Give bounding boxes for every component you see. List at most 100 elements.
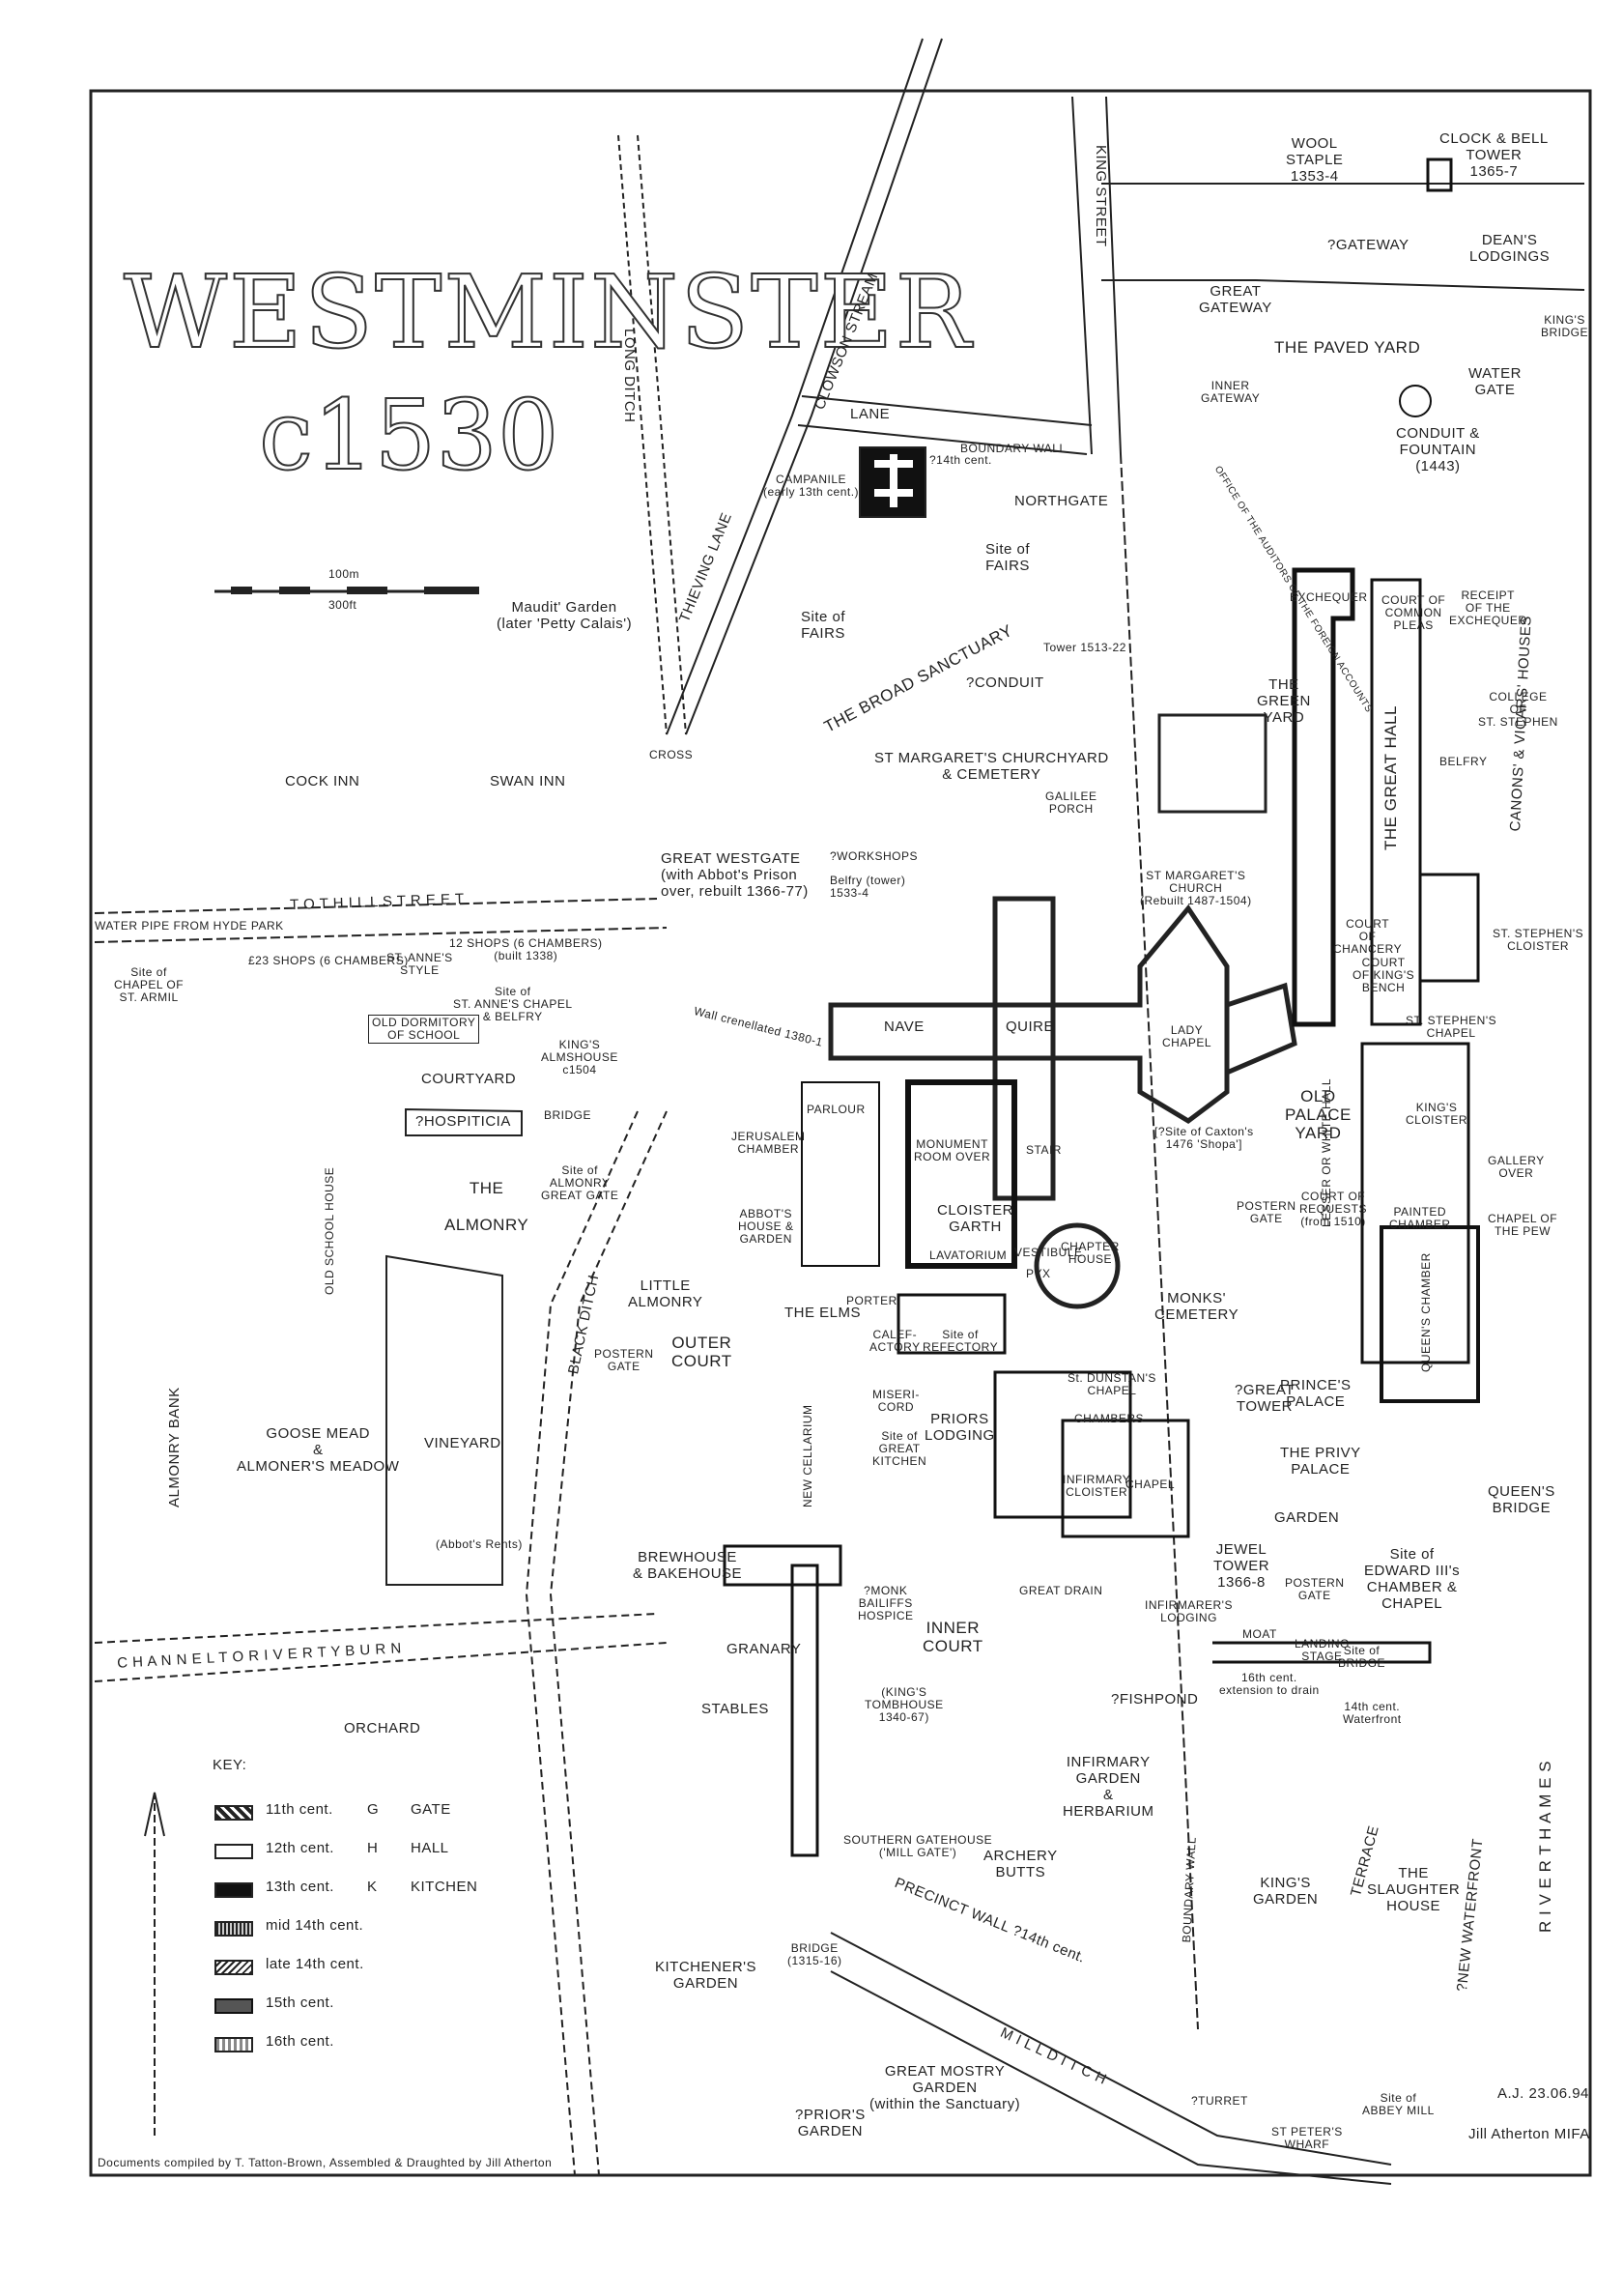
label-old-dormitory: OLD DORMITORY OF SCHOOL (368, 1015, 480, 1044)
key-code: G (367, 1801, 380, 1818)
key-meaning: GATE (411, 1801, 451, 1818)
label-monk-bailiffs-hospice: ?MONK BAILIFFS HOSPICE (858, 1584, 914, 1622)
tyburn-channel-line (94, 1613, 668, 1682)
label-campanile: CAMPANILE (early 13th cent.) (763, 473, 860, 499)
label-cross: CROSS (649, 748, 694, 761)
label-paved-yard: THE PAVED YARD (1274, 338, 1421, 357)
label-court-kings-bench: COURT OF KING'S BENCH (1352, 956, 1415, 994)
label-fishpond: ?FISHPOND (1111, 1691, 1199, 1708)
label-chapel-of-the-pew: CHAPEL OF THE PEW (1488, 1212, 1558, 1238)
key-period: mid 14th cent. (266, 1917, 364, 1934)
key-swatch-late14th (214, 1960, 253, 1975)
key-period: 15th cent. (266, 1995, 334, 2011)
palace-plan (1212, 158, 1480, 1664)
label-hospiticia: ?HOSPITICIA (415, 1113, 511, 1130)
label-the-elms: THE ELMS (784, 1305, 862, 1321)
label-stables: STABLES (701, 1701, 769, 1717)
label-clock-bell-tower: CLOCK & BELL TOWER 1365-7 (1439, 130, 1549, 180)
label-receipt-exchequer: RECEIPT OF THE EXCHEQUER (1449, 588, 1527, 627)
label-priors-lodging: PRIORS LODGING (925, 1411, 995, 1444)
label-kings-almshouse: KING'S ALMSHOUSE c1504 (541, 1038, 618, 1076)
label-conduit: ?CONDUIT (966, 674, 1044, 691)
label-cloister-garth: CLOISTER GARTH (937, 1202, 1014, 1235)
label-goose-mead: GOOSE MEAD & ALMONER'S MEADOW (237, 1425, 400, 1475)
label-lavatorium: LAVATORIUM (929, 1248, 1008, 1262)
label-painted-chamber: PAINTED CHAMBER (1389, 1205, 1451, 1231)
label-old-palace-yard: OLD PALACE YARD (1285, 1087, 1352, 1142)
label-kings-garden: KING'S GARDEN (1253, 1875, 1319, 1908)
label-chambers: CHAMBERS (1074, 1412, 1145, 1425)
label-stair: STAIR (1026, 1143, 1062, 1157)
key-period: 16th cent. (266, 2033, 334, 2050)
label-green-yard: THE GREEN YARD (1257, 676, 1311, 726)
label-chapel: CHAPEL (1125, 1478, 1176, 1491)
label-great-gateway: GREAT GATEWAY (1199, 283, 1272, 316)
label-exchequer: EXCHEQUER (1290, 590, 1368, 604)
key-period: 12th cent. (266, 1840, 334, 1856)
label-great-hall: THE GREAT HALL (1381, 705, 1400, 850)
label-belfry-east: BELFRY (1439, 755, 1488, 768)
credit-text: Documents compiled by T. Tatton-Brown, A… (98, 2156, 553, 2169)
label-vineyard: VINEYARD (424, 1435, 501, 1451)
label-postern-gate-east: POSTERN GATE (1237, 1199, 1296, 1225)
label-st-stephens-chapel: ST. STEPHEN'S CHAPEL (1406, 1014, 1497, 1040)
key-meaning: HALL (411, 1840, 449, 1856)
label-southern-gatehouse: SOUTHERN GATEHOUSE ('MILL GATE') (843, 1833, 993, 1859)
label-belfry-tower: Belfry (tower) 1533-4 (830, 874, 906, 900)
label-st-dunstans-chapel: St. DUNSTAN'S CHAPEL (1068, 1371, 1156, 1397)
label-monks-cemetery: MONKS' CEMETERY (1154, 1290, 1239, 1323)
label-almonry-bank: ALMONRY BANK (166, 1387, 183, 1507)
king-street-line (1071, 96, 1122, 455)
label-bridge-south: BRIDGE (1315-16) (787, 1941, 842, 1967)
label-court-chancery: COURT OF CHANCERY (1333, 917, 1403, 956)
label-kings-cloister: KING'S CLOISTER (1406, 1101, 1468, 1127)
label-almonry: THE ALMONRY (444, 1179, 529, 1234)
label-st-annes-chapel: Site of ST. ANNE'S CHAPEL & BELFRY (453, 985, 573, 1023)
label-almonry-great-gate: Site of ALMONRY GREAT GATE (541, 1163, 619, 1202)
label-nave: NAVE (884, 1019, 925, 1035)
label-kings-tombhouse: (KING'S TOMBHOUSE 1340-67) (865, 1685, 944, 1724)
label-quire: QUIRE (1006, 1019, 1055, 1035)
label-court-of-requests: COURT OF REQUESTS (from 1510) (1299, 1190, 1368, 1228)
label-water-pipe: WATER PIPE FROM HYDE PARK (95, 919, 284, 933)
label-lane: LANE (850, 406, 891, 422)
label-queens-bridge: QUEEN'S BRIDGE (1488, 1483, 1555, 1516)
label-misericord: MISERI- CORD (872, 1388, 920, 1414)
label-deans-lodgings: DEAN'S LODGINGS (1469, 232, 1551, 265)
map-date: c1530 (258, 378, 559, 493)
label-edward-iii-chamber: Site of EDWARD III's CHAMBER & CHAPEL (1364, 1546, 1461, 1612)
label-site-of-fairs-2: Site of FAIRS (801, 609, 846, 642)
label-water-gate: WATER GATE (1468, 365, 1522, 398)
label-little-almonry: LITTLE ALMONRY (628, 1277, 703, 1310)
label-swan-inn: SWAN INN (490, 773, 566, 789)
label-lady-chapel: LADY CHAPEL (1162, 1023, 1212, 1049)
hospiticia-box (405, 1107, 523, 1136)
label-st-stephens-cloister: ST. STEPHEN'S CLOISTER (1493, 927, 1584, 953)
label-jerusalem-chamber: JERUSALEM CHAMBER (731, 1130, 806, 1156)
label-caxton: [?Site of Caxton's 1476 'Shopa'] (1154, 1125, 1254, 1151)
label-abbots-rents: (Abbot's Rents) (436, 1537, 523, 1551)
label-courtyard: COURTYARD (421, 1071, 517, 1087)
label-monument-room: MONUMENT ROOM OVER (914, 1137, 991, 1163)
label-abbey-mill: Site of ABBEY MILL (1362, 2091, 1435, 2117)
label-inner-gateway: INNER GATEWAY (1201, 379, 1261, 405)
label-jewel-tower: JEWEL TOWER 1366-8 (1213, 1541, 1270, 1591)
label-kings-bridge: KING'S BRIDGE (1541, 313, 1589, 339)
label-turret: ?TURRET (1191, 2094, 1248, 2108)
author-text: Jill Atherton MIFA (1468, 2126, 1590, 2142)
label-priors-garden: ?PRIOR'S GARDEN (795, 2107, 866, 2139)
key-code: H (367, 1840, 379, 1856)
label-granary: GRANARY (726, 1641, 802, 1657)
label-maudit-garden: Maudit' Garden (later 'Petty Calais') (497, 599, 633, 632)
key-period: late 14th cent. (266, 1956, 364, 1972)
label-privy-palace: THE PRIVY PALACE (1280, 1445, 1361, 1478)
north-arrow (144, 1792, 165, 2136)
boundary-wall-e (1120, 453, 1199, 2030)
label-archery-butts: ARCHERY BUTTS (983, 1848, 1058, 1880)
label-site-of-bridge: Site of BRIDGE (1338, 1644, 1386, 1670)
label-galilee-porch: GALILEE PORCH (1045, 789, 1097, 816)
label-tower: Tower 1513-22 (1043, 641, 1126, 654)
cloister-plan (723, 1079, 1190, 1857)
key-code: K (367, 1879, 378, 1895)
label-northgate: NORTHGATE (1014, 493, 1109, 509)
